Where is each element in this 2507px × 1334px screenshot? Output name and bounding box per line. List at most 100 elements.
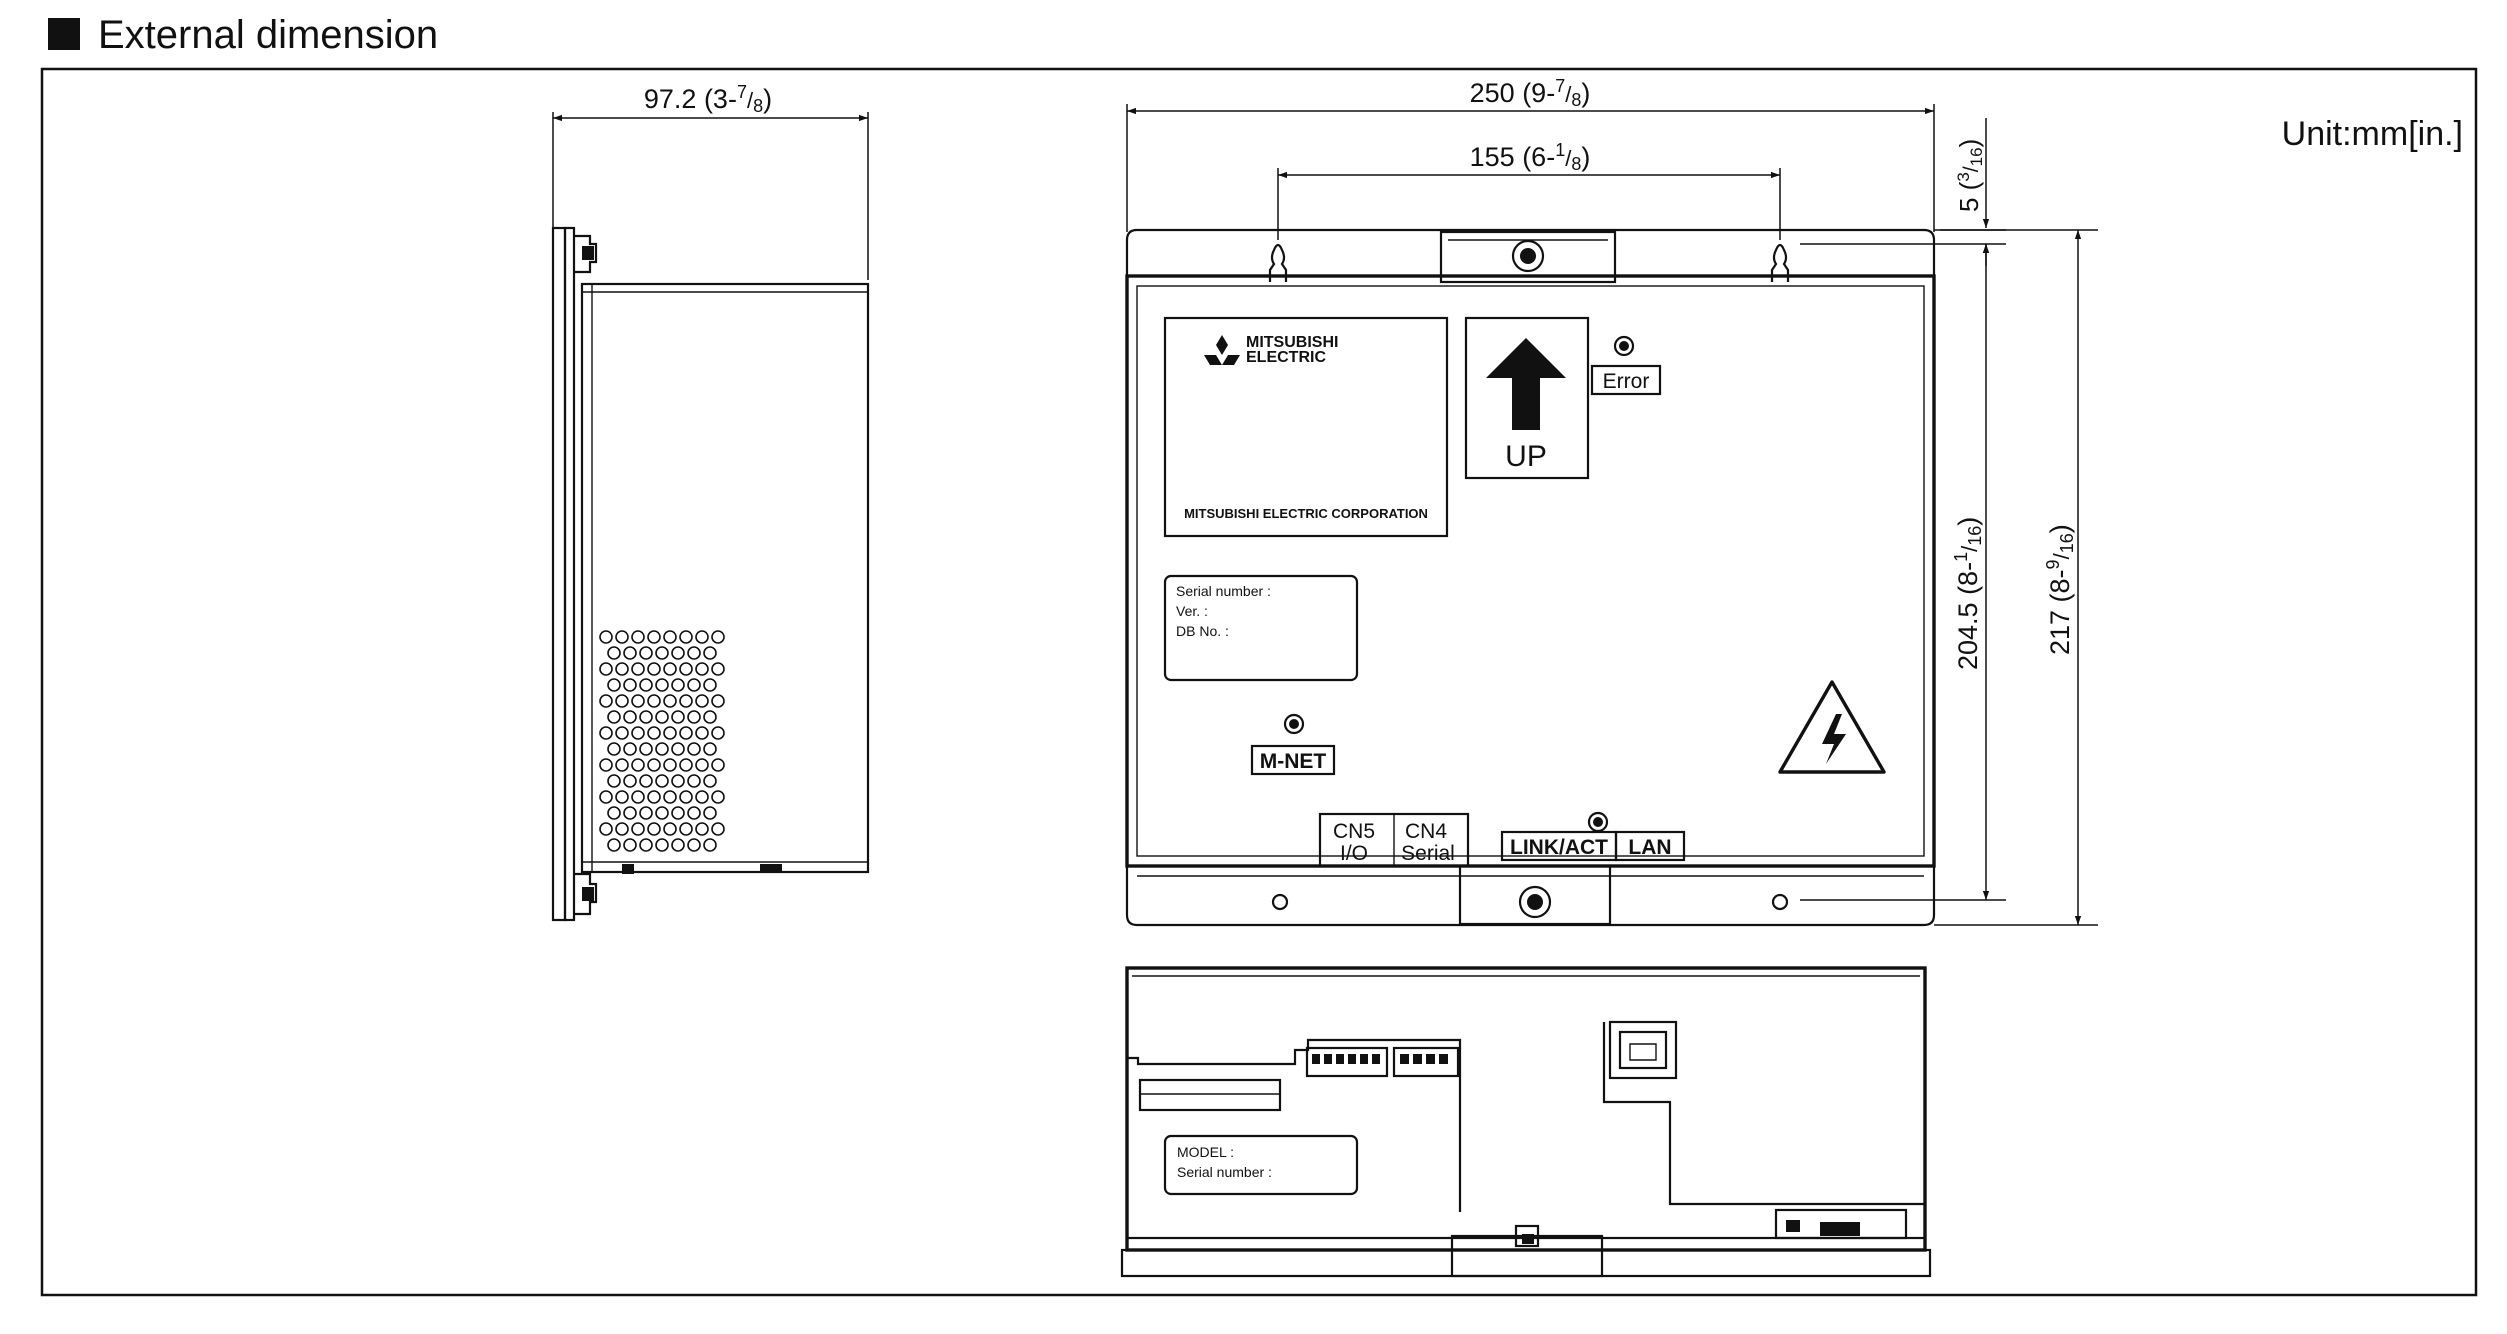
vent-hole [703,838,717,852]
vent-hole [671,646,685,660]
side-depth-dimension: 97.2 (3-7/8) [644,82,772,116]
vent-hole [599,662,613,676]
top-offset-dimension: 5 (3/16) [1954,139,1986,212]
vent-hole [655,742,669,756]
vent-hole [663,726,677,740]
vent-hole [679,662,693,676]
vent-hole [615,694,629,708]
vent-hole [687,838,701,852]
vent-hole [671,774,685,788]
vent-hole [639,742,653,756]
vent-hole [607,838,621,852]
vent-hole [631,790,645,804]
vent-hole [703,678,717,692]
vent-hole [639,774,653,788]
vent-hole [687,774,701,788]
vent-hole [631,630,645,644]
vent-hole [599,790,613,804]
mount-height-dimension: 204.5 (8-1/16) [1951,517,1985,670]
vent-hole [679,630,693,644]
vent-hole [687,710,701,724]
vent-hole [703,710,717,724]
vent-hole [639,678,653,692]
vent-hole [631,822,645,836]
vent-hole [615,790,629,804]
vent-hole [687,742,701,756]
vent-hole [615,822,629,836]
vent-hole [679,790,693,804]
error-led [1613,335,1635,357]
vent-hole [615,758,629,772]
connector-pin [1413,1054,1422,1064]
cn4-label: CN4 [1405,820,1447,843]
vent-hole [647,790,661,804]
vent-hole [711,790,725,804]
vent-hole [607,806,621,820]
vent-hole [695,758,709,772]
vent-hole [671,710,685,724]
vent-hole [631,662,645,676]
connector-pin [1439,1054,1448,1064]
vent-hole [599,822,613,836]
unit-note: Unit:mm[in.] [2282,115,2463,153]
total-height-dimension: 217 (8-9/16) [2043,524,2077,655]
connector-pin [1400,1054,1409,1064]
vent-hole [631,726,645,740]
vent-hole [703,646,717,660]
vent-hole [663,694,677,708]
up-arrow-icon [1486,338,1566,430]
vent-hole [679,758,693,772]
vent-hole [711,694,725,708]
vent-hole [655,646,669,660]
vent-hole [671,678,685,692]
front-view: 250 (9-7/8) 155 (6-1/8) 5 (3/16) 204.5 (… [1125,76,2098,927]
vent-holes [599,630,725,852]
brand-line-2: ELECTRIC [1246,349,1326,366]
vent-hole [671,838,685,852]
vent-hole [711,726,725,740]
vent-hole [671,742,685,756]
mnet-led [1283,713,1305,735]
cn5-io-label: I/O [1340,842,1368,865]
vent-hole [687,806,701,820]
vent-hole [695,662,709,676]
vent-hole [711,630,725,644]
high-voltage-warning-icon [1778,680,1886,774]
connector-pin [1324,1054,1332,1064]
vent-hole [687,678,701,692]
cn5-label: CN5 [1333,820,1375,843]
vent-hole [655,774,669,788]
vent-hole [607,646,621,660]
vent-hole [711,758,725,772]
vent-hole [703,806,717,820]
cn4-serial-label: Serial [1401,842,1455,865]
vent-hole [599,694,613,708]
vent-hole [695,822,709,836]
vent-hole [607,774,621,788]
vent-hole [623,646,637,660]
connector-pin [1426,1054,1435,1064]
vent-hole [679,726,693,740]
link-act-label: LINK/ACT [1510,836,1608,859]
vent-hole [599,726,613,740]
vent-hole [679,822,693,836]
vent-hole [639,838,653,852]
vent-hole [639,806,653,820]
vent-hole [599,758,613,772]
vent-hole [647,630,661,644]
vent-hole [647,822,661,836]
vent-hole [655,710,669,724]
bottom-view: MODEL : Serial number : [1120,966,1932,1278]
vent-hole [695,726,709,740]
connector-pin [1336,1054,1344,1064]
vent-hole [671,806,685,820]
vent-hole [703,774,717,788]
vent-hole [607,678,621,692]
vent-hole [623,774,637,788]
width-dimension: 250 (9-7/8) [1470,76,1591,110]
vent-hole [695,630,709,644]
vent-hole [655,806,669,820]
vent-hole [655,838,669,852]
ver-label: Ver. : [1176,603,1208,619]
